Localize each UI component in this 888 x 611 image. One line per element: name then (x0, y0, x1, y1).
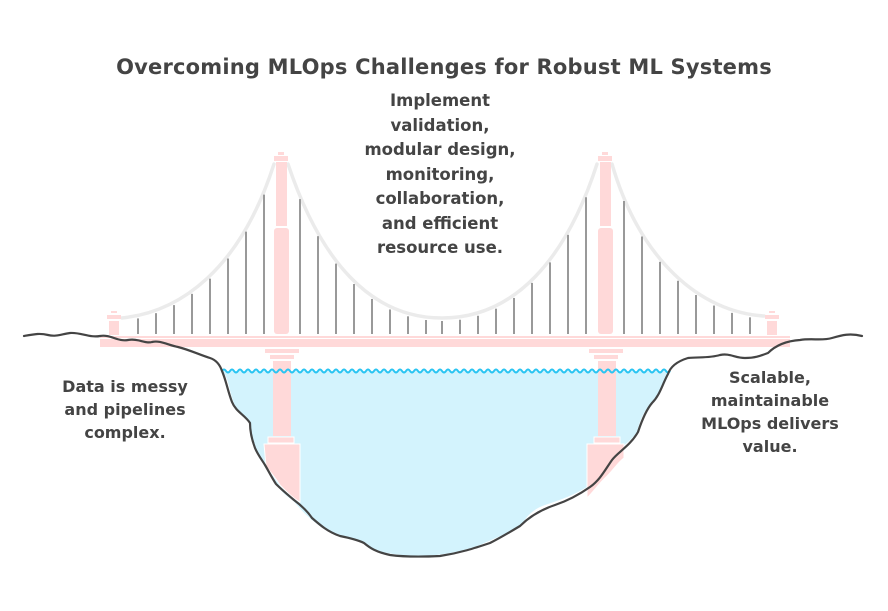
problem-note: Data is messy and pipelines complex. (20, 375, 230, 444)
solution-note-line: validation, (390, 115, 490, 135)
solution-note-line: Implement (389, 91, 490, 110)
ground-outline (22, 331, 864, 558)
solution-note-line: and efficient (381, 213, 499, 233)
solution-note-line: modular design, (364, 140, 516, 159)
outcome-note-line: maintainable (710, 391, 830, 410)
left-tower-base (263, 370, 301, 503)
bridge-deck (100, 336, 790, 347)
solution-note-line: monitoring, (385, 164, 495, 184)
problem-note-line: complex. (84, 423, 166, 442)
outcome-note-line: value. (742, 437, 798, 456)
right-tower (589, 152, 623, 371)
solution-note: Implement validation, modular design, mo… (330, 89, 550, 261)
diagram-title: Overcoming MLOps Challenges for Robust M… (116, 55, 772, 79)
outcome-note-line: MLOps delivers (701, 414, 839, 433)
outcome-note-line: Scalable, (729, 368, 811, 387)
water (222, 371, 668, 556)
problem-note-line: Data is messy (62, 377, 188, 396)
outcome-note: Scalable, maintainable MLOps delivers va… (670, 366, 870, 458)
solution-note-line: resource use. (376, 238, 504, 257)
suspender-cables (137, 194, 751, 334)
problem-note-line: and pipelines (64, 400, 186, 419)
solution-note-line: collaboration, (375, 189, 505, 208)
right-end-pylon (765, 311, 779, 335)
water-surface (221, 368, 671, 374)
left-tower (265, 152, 299, 371)
left-end-pylon (107, 311, 121, 335)
main-cables (120, 162, 766, 320)
